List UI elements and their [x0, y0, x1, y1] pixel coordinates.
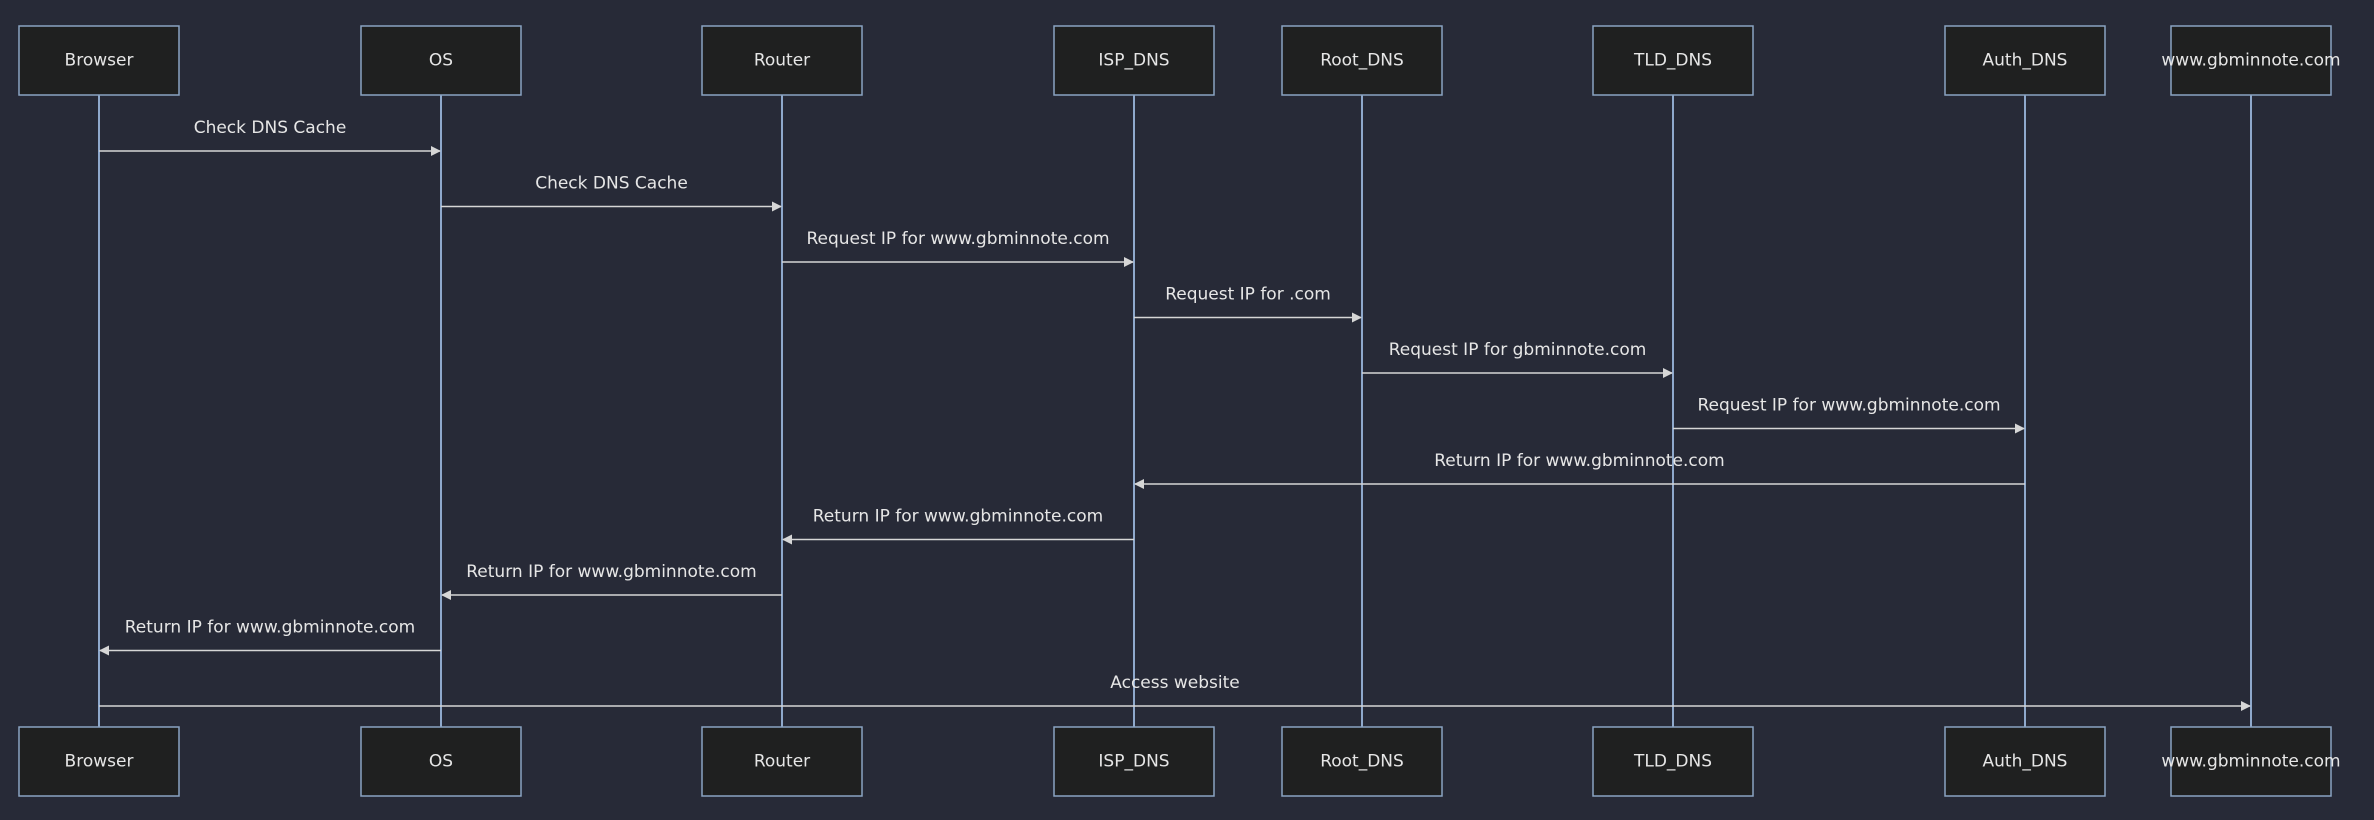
actor-box-bottom-browser: Browser	[18, 726, 180, 797]
actor-label: OS	[429, 51, 453, 71]
actor-label: ISP_DNS	[1098, 752, 1169, 772]
actor-label: Auth_DNS	[1983, 752, 2068, 772]
actor-box-bottom-www-gbminnote-com: www.gbminnote.com	[2161, 726, 2341, 797]
message-7: Return IP for www.gbminnote.com	[1134, 451, 2025, 489]
actor-box-top-www-gbminnote-com: www.gbminnote.com	[2161, 25, 2341, 96]
actor-rect	[18, 726, 180, 797]
actor-rect	[1944, 726, 2106, 797]
actor-label: Browser	[65, 51, 134, 71]
actor-label: Root_DNS	[1320, 51, 1404, 71]
actor-box-top-isp-dns: ISP_DNS	[1053, 25, 1215, 96]
actor-rect	[2170, 25, 2332, 96]
actor-label: www.gbminnote.com	[2161, 51, 2340, 71]
actor-box-top-os: OS	[360, 25, 522, 96]
actor-rect	[701, 726, 863, 797]
message-6: Request IP for www.gbminnote.com	[1673, 396, 2025, 434]
message-label: Access website	[1110, 673, 1239, 693]
actor-rect	[2170, 726, 2332, 797]
actor-rect	[1053, 25, 1215, 96]
actor-label: Router	[754, 752, 810, 772]
message-label: Request IP for www.gbminnote.com	[1697, 396, 2000, 416]
actor-rect	[1592, 726, 1754, 797]
message-2: Check DNS Cache	[441, 174, 782, 212]
actor-rect	[1281, 25, 1443, 96]
actor-rect	[1281, 726, 1443, 797]
actor-box-bottom-tld-dns: TLD_DNS	[1592, 726, 1754, 797]
actor-label: TLD_DNS	[1633, 51, 1712, 71]
message-8: Return IP for www.gbminnote.com	[782, 507, 1134, 545]
message-5: Request IP for gbminnote.com	[1362, 340, 1673, 378]
message-label: Request IP for www.gbminnote.com	[806, 229, 1109, 249]
actor-rect	[701, 25, 863, 96]
actor-rect	[1053, 726, 1215, 797]
message-label: Return IP for www.gbminnote.com	[813, 507, 1103, 527]
actor-label: Router	[754, 51, 810, 71]
actor-box-bottom-root-dns: Root_DNS	[1281, 726, 1443, 797]
actor-box-top-router: Router	[701, 25, 863, 96]
actor-label: Browser	[65, 752, 134, 772]
actor-label: TLD_DNS	[1633, 752, 1712, 772]
message-label: Return IP for www.gbminnote.com	[466, 562, 756, 582]
message-label: Check DNS Cache	[535, 174, 688, 194]
actor-rect	[18, 25, 180, 96]
message-label: Check DNS Cache	[194, 118, 347, 138]
message-label: Request IP for .com	[1165, 285, 1331, 305]
actor-box-bottom-isp-dns: ISP_DNS	[1053, 726, 1215, 797]
actor-box-top-tld-dns: TLD_DNS	[1592, 25, 1754, 96]
message-1: Check DNS Cache	[99, 118, 441, 156]
actor-box-bottom-auth-dns: Auth_DNS	[1944, 726, 2106, 797]
message-11: Access website	[99, 673, 2251, 711]
actor-label: Auth_DNS	[1983, 51, 2068, 71]
actor-rect	[1592, 25, 1754, 96]
actor-label: Root_DNS	[1320, 752, 1404, 772]
actor-box-top-auth-dns: Auth_DNS	[1944, 25, 2106, 96]
actor-rect	[1944, 25, 2106, 96]
message-10: Return IP for www.gbminnote.com	[99, 618, 441, 656]
message-label: Return IP for www.gbminnote.com	[125, 618, 415, 638]
actor-box-bottom-router: Router	[701, 726, 863, 797]
message-4: Request IP for .com	[1134, 285, 1362, 323]
actor-label: ISP_DNS	[1098, 51, 1169, 71]
message-3: Request IP for www.gbminnote.com	[782, 229, 1134, 267]
actor-label: www.gbminnote.com	[2161, 752, 2340, 772]
actor-label: OS	[429, 752, 453, 772]
message-label: Request IP for gbminnote.com	[1389, 340, 1647, 360]
actor-box-bottom-os: OS	[360, 726, 522, 797]
actor-box-top-browser: Browser	[18, 25, 180, 96]
actor-rect	[360, 25, 522, 96]
message-label: Return IP for www.gbminnote.com	[1434, 451, 1724, 471]
message-9: Return IP for www.gbminnote.com	[441, 562, 782, 600]
actor-rect	[360, 726, 522, 797]
actor-box-top-root-dns: Root_DNS	[1281, 25, 1443, 96]
